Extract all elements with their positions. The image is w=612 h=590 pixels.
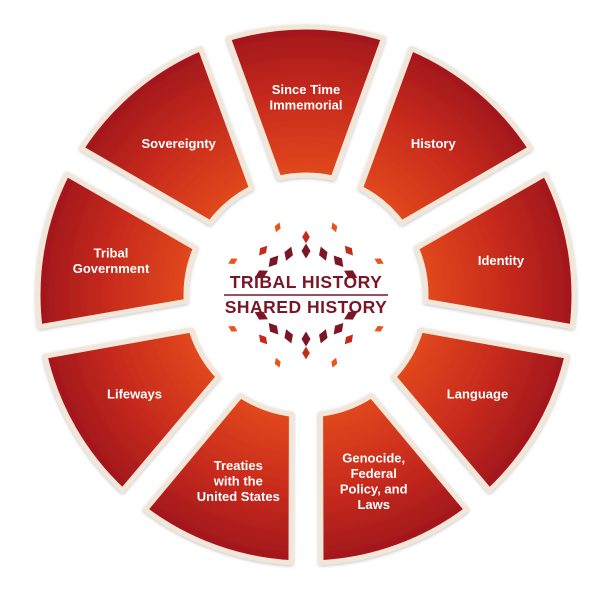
segment-shape [414,171,577,330]
segment-label-line: Tribal [94,245,129,260]
logo-diamond [344,270,358,279]
logo-diamond [319,329,328,344]
segment-sovereignty: Sovereignty [79,46,254,226]
logo-diamond [344,334,353,345]
logo-diamond [228,258,238,264]
logo-diamond [333,322,344,335]
logo-diamond [228,326,238,332]
segment-shape [358,46,533,226]
logo-diamond [301,331,311,347]
logo-diamond [259,334,268,345]
segment-label-line: United States [197,489,280,504]
segment-label-line: Laws [357,497,390,512]
logo-diamond [319,246,328,261]
logo-diamond [284,329,293,344]
logo-diamond [333,255,344,268]
segment-lifeways: Lifeways [42,327,221,493]
segment-label-line: Policy, and [340,481,408,496]
segment-label: Language [447,387,508,402]
segment-label-line: Identity [478,253,525,268]
logo-diamond [254,270,268,279]
segment-label-line: Lifeways [107,387,162,402]
logo-diamond-pattern [228,222,384,368]
segment-shape [143,393,294,566]
segment-shape [318,393,469,566]
logo-diamond [254,311,268,320]
logo-diamond [374,258,384,264]
segment-shape [35,171,198,330]
segment-label: History [411,136,457,151]
segment-label: Lifeways [107,387,162,402]
segment-identity: Identity [414,171,577,330]
segment-shape [226,24,386,181]
logo-diamond [344,245,353,256]
logo-diamond [259,245,268,256]
segment-label-line: Treaties [214,458,263,473]
segment-language: Language [391,327,570,493]
segment-shape [42,327,221,493]
center-logo: TRIBAL HISTORY SHARED HISTORY [224,222,388,368]
segment-shape [79,46,254,226]
segment-label-line: Immemorial [270,97,343,112]
logo-diamond [284,246,293,261]
logo-diamond [344,311,358,320]
center-title-line2: SHARED HISTORY [225,297,388,317]
logo-diamond [331,357,338,368]
segment-label-line: Language [447,387,508,402]
center-title-line1: TRIBAL HISTORY [230,272,383,292]
logo-diamond [268,322,279,335]
segment-label-line: Since Time [272,82,340,97]
logo-diamond [274,222,281,233]
logo-diamond [374,326,384,332]
logo-diamond [302,230,310,244]
segment-label-line: Government [73,261,150,276]
segment-label-line: Genocide, [342,450,405,465]
segment-label-line: Federal [351,466,397,481]
segment-label: Sovereignty [141,136,216,151]
logo-diamond [331,222,338,233]
segment-label: Identity [478,253,525,268]
logo-diamond [268,255,279,268]
segment-history: History [358,46,533,226]
logo-diamond [302,346,310,360]
logo-diamond [301,243,311,259]
segment-label-line: with the [213,474,263,489]
segment-label-line: Sovereignty [141,136,216,151]
logo-diamond [274,357,281,368]
segment-shape [391,327,570,493]
segment-label-line: History [411,136,457,151]
